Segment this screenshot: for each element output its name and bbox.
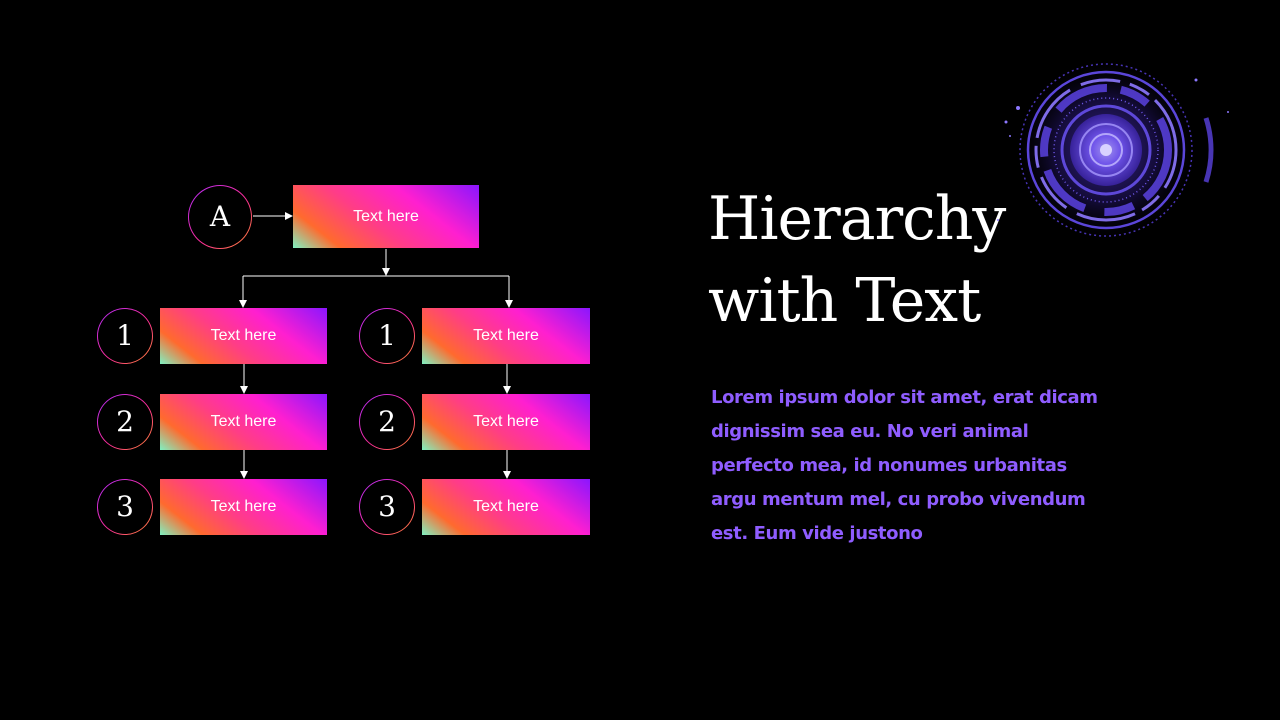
title-line-2: with Text (708, 266, 981, 336)
right-node-3: Text here (422, 479, 590, 535)
slide-title: Hierarchy with Text (708, 178, 1028, 342)
left-badge-3: 3 (97, 479, 153, 535)
hud-ring-icon (997, 58, 1229, 242)
root-node: Text here (293, 185, 479, 248)
right-badge-3: 3 (359, 479, 415, 535)
left-node-1: Text here (160, 308, 327, 364)
right-node-2: Text here (422, 394, 590, 450)
right-badge-1: 1 (359, 308, 415, 364)
right-badge-2: 2 (359, 394, 415, 450)
title-line-1: Hierarchy (708, 184, 1006, 254)
right-node-1: Text here (422, 308, 590, 364)
left-node-2: Text here (160, 394, 327, 450)
body-paragraph: Lorem ipsum dolor sit amet, erat dicam d… (711, 387, 1098, 544)
left-node-3: Text here (160, 479, 327, 535)
left-badge-2: 2 (97, 394, 153, 450)
root-badge: A (188, 185, 252, 249)
left-badge-1: 1 (97, 308, 153, 364)
